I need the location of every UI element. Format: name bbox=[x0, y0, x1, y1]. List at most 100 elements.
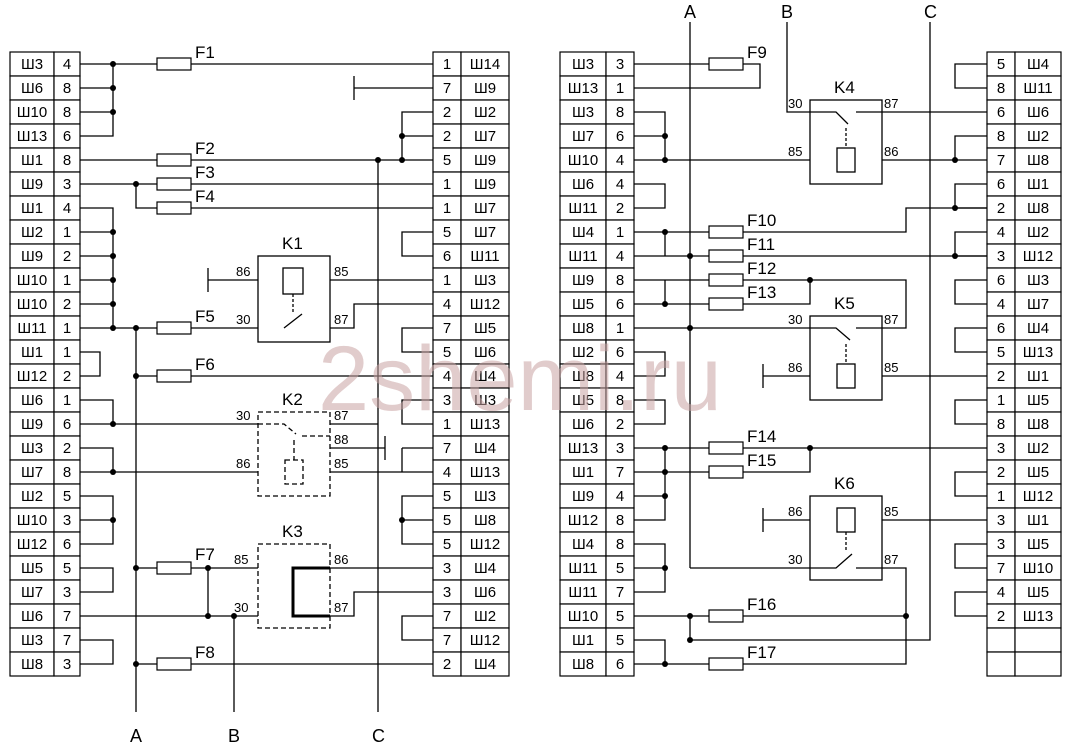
svg-text:30: 30 bbox=[788, 96, 802, 111]
terminal-label: 8 bbox=[616, 512, 624, 529]
terminal-cell bbox=[1014, 363, 1062, 389]
terminal-label: 8 bbox=[63, 152, 71, 169]
terminal-label: 6 bbox=[616, 344, 624, 361]
terminal-cell bbox=[460, 531, 510, 557]
svg-text:F15: F15 bbox=[747, 451, 776, 470]
fuses: F1 F2 F3 F4 F5 F6 F7 F8 F9 F10 F11 F12 F… bbox=[156, 43, 776, 671]
bus-label-a: A bbox=[130, 726, 142, 746]
svg-text:K5: K5 bbox=[834, 294, 855, 313]
terminal-label: Ш11 bbox=[1023, 80, 1052, 97]
terminal-label: Ш3 bbox=[474, 488, 496, 505]
terminal-label: Ш11 bbox=[470, 248, 499, 265]
terminal-label: 8 bbox=[63, 464, 71, 481]
terminal-cell bbox=[432, 291, 462, 317]
terminal-label: 5 bbox=[997, 56, 1005, 73]
terminal-cell bbox=[53, 171, 81, 197]
terminal-label: Ш12 bbox=[470, 296, 500, 313]
terminal-cell bbox=[986, 627, 1016, 653]
terminal-cell bbox=[53, 411, 81, 437]
terminal-cell bbox=[53, 651, 81, 677]
terminal-label: Ш6 bbox=[21, 608, 43, 625]
terminal-label: Ш6 bbox=[21, 392, 43, 409]
terminal-cell bbox=[559, 51, 607, 77]
svg-text:86: 86 bbox=[236, 264, 250, 279]
terminal-label: Ш2 bbox=[21, 224, 43, 241]
terminal-label: Ш1 bbox=[21, 344, 43, 361]
terminal-label: Ш10 bbox=[568, 152, 598, 169]
terminal-cell bbox=[1014, 579, 1062, 605]
fuse-f14: F14 bbox=[708, 427, 776, 455]
terminal-label: Ш2 bbox=[1027, 440, 1049, 457]
svg-text:F3: F3 bbox=[195, 163, 215, 182]
terminal-cell bbox=[460, 435, 510, 461]
fuse-f11: F11 bbox=[708, 235, 775, 263]
terminal-label: Ш5 bbox=[1027, 464, 1049, 481]
terminal-label: Ш8 bbox=[474, 512, 496, 529]
terminal-label: 3 bbox=[616, 56, 624, 73]
terminal-label: 3 bbox=[443, 392, 451, 409]
fuse-f6: F6 bbox=[156, 355, 215, 383]
terminal-label: Ш13 bbox=[568, 440, 598, 457]
terminal-label: 5 bbox=[63, 488, 71, 505]
terminal-label: 2 bbox=[616, 416, 624, 433]
terminal-cell bbox=[986, 267, 1016, 293]
bus-label-b: B bbox=[228, 726, 240, 746]
terminal-cell bbox=[460, 147, 510, 173]
terminal-cell bbox=[460, 339, 510, 365]
terminal-label: Ш13 bbox=[470, 464, 500, 481]
terminal-label: 2 bbox=[997, 200, 1005, 217]
svg-text:87: 87 bbox=[884, 552, 898, 567]
svg-text:87: 87 bbox=[334, 600, 348, 615]
terminal-cell bbox=[460, 195, 510, 221]
terminal-cell bbox=[1014, 531, 1062, 557]
terminal-label: Ш10 bbox=[568, 608, 598, 625]
svg-text:F11: F11 bbox=[747, 235, 775, 254]
terminal-cell bbox=[1014, 435, 1062, 461]
terminal-label: 3 bbox=[997, 536, 1005, 553]
terminal-cell bbox=[986, 363, 1016, 389]
terminal-label: Ш9 bbox=[21, 176, 43, 193]
svg-text:86: 86 bbox=[788, 504, 802, 519]
svg-text:85: 85 bbox=[884, 360, 898, 375]
svg-text:30: 30 bbox=[236, 312, 250, 327]
terminal-label: 7 bbox=[997, 560, 1005, 577]
svg-text:K4: K4 bbox=[834, 78, 855, 97]
terminal-label: 6 bbox=[616, 296, 624, 313]
terminal-label: Ш10 bbox=[17, 296, 47, 313]
svg-text:F2: F2 bbox=[195, 139, 215, 158]
svg-text:85: 85 bbox=[234, 552, 248, 567]
terminal-label: Ш6 bbox=[572, 176, 594, 193]
terminal-label: Ш1 bbox=[21, 200, 43, 217]
terminal-label: Ш4 bbox=[474, 368, 496, 385]
terminal-label: 5 bbox=[63, 560, 71, 577]
terminal-cell bbox=[605, 51, 635, 77]
terminal-cell bbox=[986, 651, 1016, 677]
svg-text:F13: F13 bbox=[747, 283, 776, 302]
terminal-label: Ш9 bbox=[21, 248, 43, 265]
terminal-label: Ш5 bbox=[572, 392, 594, 409]
fuse-f1: F1 bbox=[156, 43, 215, 71]
terminal-label: 3 bbox=[616, 440, 624, 457]
terminal-label: Ш8 bbox=[572, 656, 594, 673]
terminal-label: Ш12 bbox=[470, 632, 500, 649]
watermark: 2shemi.ru bbox=[318, 328, 722, 430]
terminal-cell bbox=[9, 123, 55, 149]
terminal-label: Ш7 bbox=[474, 200, 496, 217]
terminal-label: Ш9 bbox=[21, 416, 43, 433]
svg-text:30: 30 bbox=[234, 600, 248, 615]
terminal-label: 7 bbox=[443, 320, 451, 337]
terminal-cell bbox=[559, 243, 607, 269]
terminal-label: 1 bbox=[63, 224, 71, 241]
svg-text:K3: K3 bbox=[282, 522, 303, 541]
terminal-label: 8 bbox=[63, 104, 71, 121]
terminal-label: Ш12 bbox=[17, 368, 47, 385]
terminal-label: Ш2 bbox=[1027, 128, 1049, 145]
terminal-cell bbox=[460, 651, 510, 677]
terminal-label: 5 bbox=[443, 344, 451, 361]
terminal-label: 1 bbox=[443, 200, 451, 217]
terminal-cell bbox=[986, 195, 1016, 221]
